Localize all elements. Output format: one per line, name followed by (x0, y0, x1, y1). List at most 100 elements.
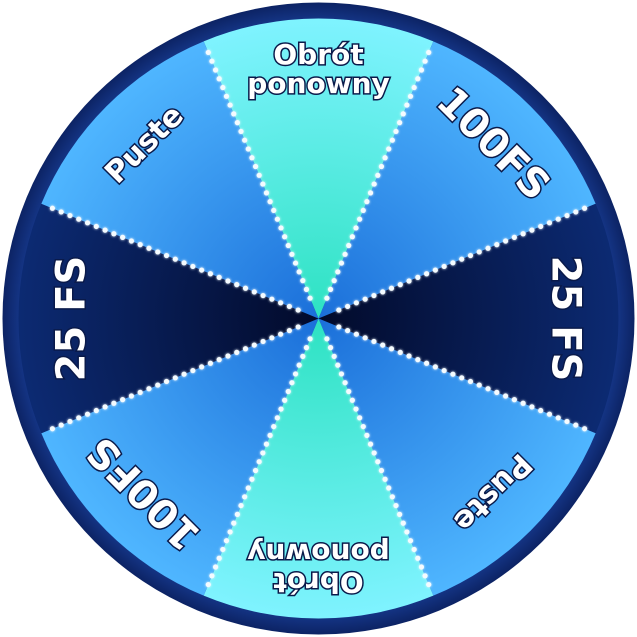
light-bulb (364, 432, 370, 438)
light-bulb (190, 263, 196, 270)
light-bulb (450, 260, 456, 266)
light-bulb (220, 546, 226, 553)
light-bulb (260, 292, 266, 299)
light-bulb (172, 256, 178, 262)
light-bulb (581, 205, 588, 211)
light-bulb (216, 274, 222, 280)
light-bulb (49, 205, 56, 211)
segment-label: Obrót (273, 566, 363, 599)
light-bulb (404, 529, 410, 535)
light-bulb (269, 296, 275, 302)
light-bulb (252, 467, 259, 474)
light-bulb (212, 67, 219, 73)
light-bulb (375, 172, 381, 178)
light-bulb (223, 538, 230, 544)
light-bulb (282, 397, 288, 403)
light-bulb (289, 380, 295, 386)
wheel-light-bulbs (49, 49, 588, 588)
light-bulb (555, 216, 561, 222)
light-bulb (238, 502, 244, 509)
light-bulb (163, 252, 170, 259)
light-bulb (251, 289, 257, 295)
wheel-segment-blue (318, 318, 596, 596)
light-bulb (234, 511, 240, 517)
light-bulb (538, 223, 544, 230)
light-bulb (494, 389, 500, 395)
light-bulb (388, 346, 395, 352)
light-bulb (163, 378, 170, 385)
light-bulb (371, 181, 377, 187)
light-bulb (426, 49, 432, 56)
light-bulb (67, 212, 73, 219)
light-bulb (502, 238, 509, 244)
light-bulb (346, 242, 352, 249)
light-bulb (371, 450, 377, 456)
light-bulb (289, 251, 295, 257)
light-bulb (538, 407, 544, 414)
light-bulb (564, 418, 570, 425)
light-bulb (367, 441, 374, 447)
light-bulb (256, 459, 262, 465)
light-bulb (386, 146, 392, 152)
light-bulb (367, 190, 374, 196)
segment-label: Obrót (273, 38, 363, 71)
light-bulb (432, 267, 438, 273)
light-bulb (520, 231, 526, 237)
light-bulb (76, 216, 82, 222)
light-bulb (207, 271, 214, 277)
light-bulb (249, 155, 255, 161)
light-bulb (242, 285, 249, 291)
light-bulb (155, 249, 161, 255)
light-bulb (331, 353, 337, 359)
light-bulb (251, 342, 257, 348)
segment-label: 25 FS (543, 256, 589, 382)
wheel-segments (18, 18, 619, 619)
light-bulb (336, 307, 342, 313)
light-bulb (274, 415, 280, 421)
light-bulb (546, 220, 553, 226)
light-bulb (581, 426, 588, 432)
light-bulb (205, 581, 211, 588)
light-bulb (422, 573, 428, 579)
light-bulb (564, 212, 570, 219)
light-bulb (380, 342, 386, 348)
light-bulb (573, 209, 579, 215)
segment-label-group: 25 FS (541, 254, 590, 383)
wheel-segment-blue (41, 318, 319, 596)
light-bulb (335, 269, 341, 275)
light-bulb (423, 360, 430, 366)
light-bulb (76, 415, 82, 421)
wheel-segment-dark (318, 203, 619, 434)
light-bulb (300, 278, 306, 284)
light-bulb (371, 338, 377, 345)
light-bulb (249, 476, 255, 482)
light-bulb (520, 400, 526, 406)
light-bulb (307, 295, 313, 301)
light-bulb (362, 335, 368, 341)
light-bulb (278, 225, 284, 231)
light-bulb (360, 423, 366, 430)
light-bulb (371, 292, 377, 299)
light-bulb (227, 102, 233, 108)
light-bulb (327, 345, 334, 351)
light-bulb (459, 375, 465, 381)
light-bulb (345, 303, 351, 310)
light-bulb (378, 467, 385, 474)
wheel-segment-cyan (203, 18, 434, 319)
light-bulb (84, 411, 91, 417)
light-bulb (260, 450, 266, 456)
light-bulb (155, 382, 161, 388)
light-bulb (411, 84, 417, 91)
light-bulb (404, 102, 410, 108)
light-bulb (260, 181, 266, 187)
light-bulb (441, 263, 447, 270)
wheel-segment-cyan (203, 318, 434, 619)
light-bulb (128, 393, 135, 399)
light-bulb (459, 256, 465, 262)
light-bulb (364, 199, 370, 205)
light-bulb (242, 137, 248, 143)
